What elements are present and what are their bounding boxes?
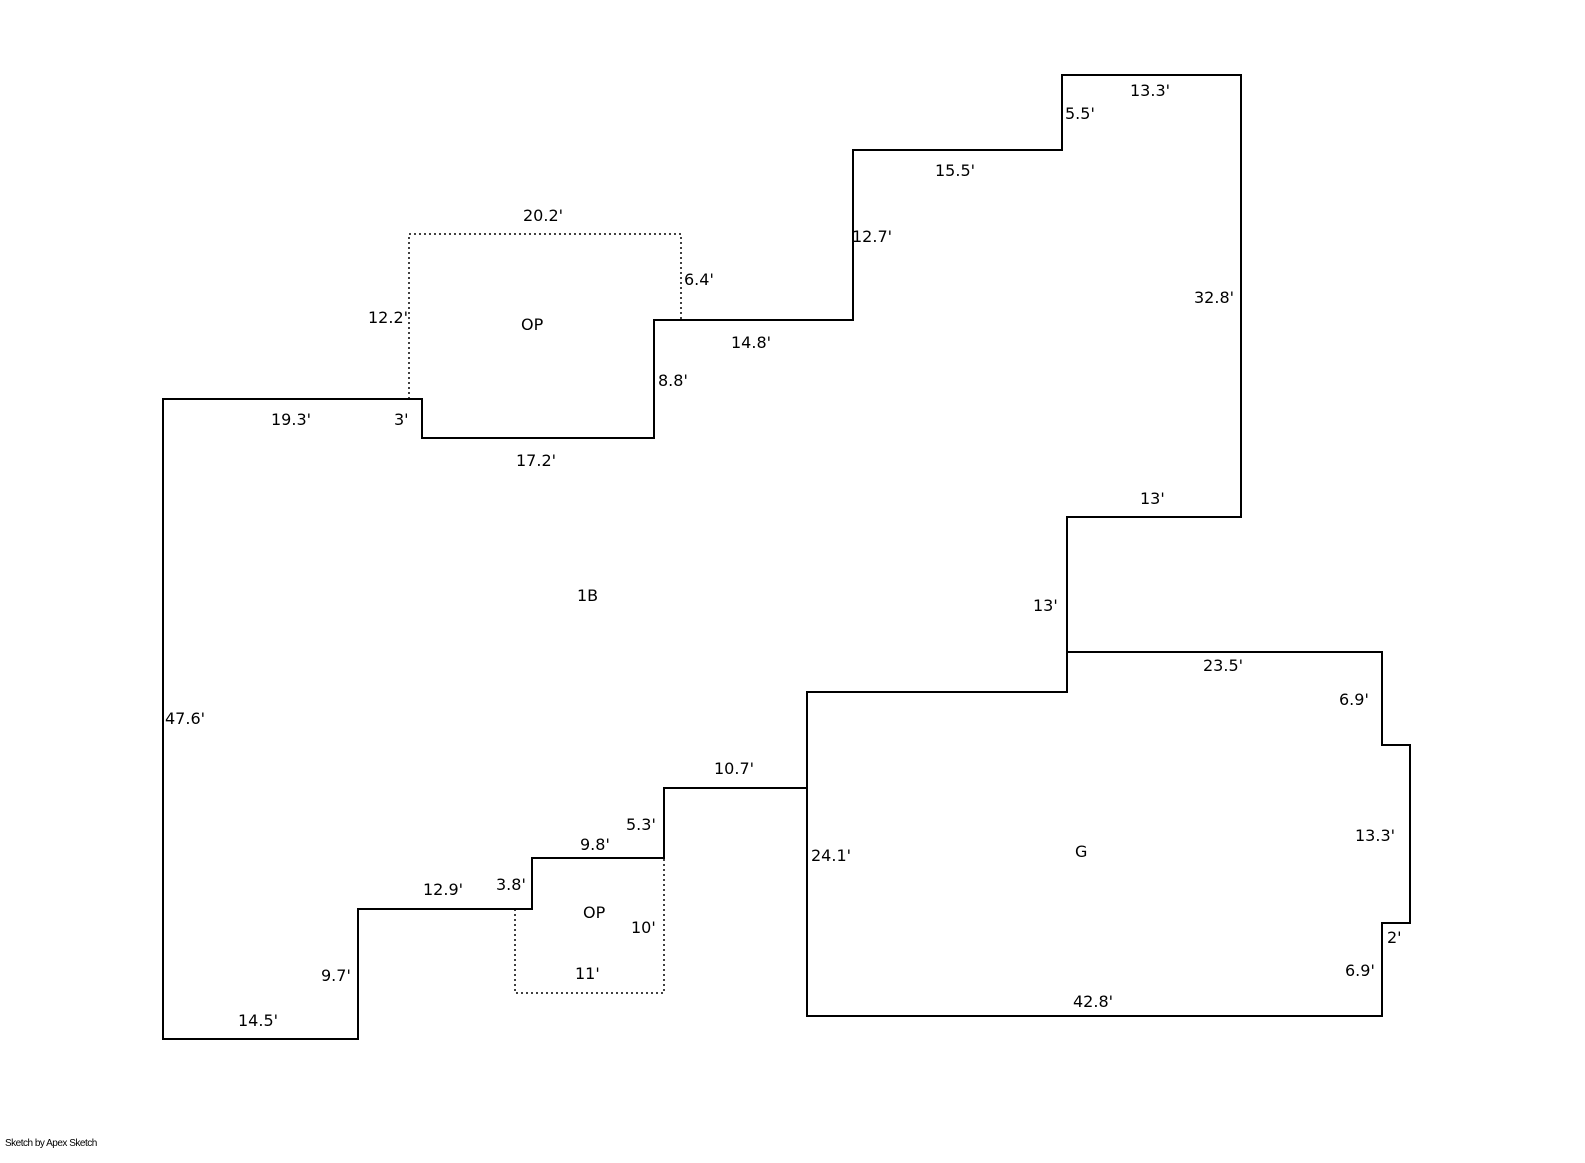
area-label-porch-top: OP — [521, 315, 544, 334]
dimension-label: 9.8' — [580, 835, 610, 854]
open-porch-bottom-outline — [514, 858, 665, 994]
dimension-label: 12.9' — [423, 880, 463, 899]
dimension-label: 3' — [394, 410, 409, 429]
dimension-label: 10.7' — [714, 759, 754, 778]
dimension-label: 11' — [575, 964, 600, 983]
dimension-label: 20.2' — [523, 206, 563, 225]
dimension-label: 17.2' — [516, 451, 556, 470]
dimension-label: 12.2' — [368, 308, 408, 327]
sketch-credit: Sketch by Apex Sketch — [5, 1138, 97, 1149]
dimension-label: 13.3' — [1355, 826, 1395, 845]
dimension-label: 6.4' — [684, 270, 714, 289]
dimension-labels: 19.3' 3' 17.2' 8.8' 14.8' 12.7' 15.5' 5.… — [165, 81, 1402, 1030]
dimension-label: 5.3' — [626, 815, 656, 834]
main-living-area-outline — [162, 74, 1242, 1040]
dimension-label: 24.1' — [811, 846, 851, 865]
dimension-label: 19.3' — [271, 410, 311, 429]
dimension-label: 14.5' — [238, 1011, 278, 1030]
dimension-label: 3.8' — [496, 875, 526, 894]
dimension-label: 13' — [1033, 596, 1058, 615]
area-label-garage: G — [1075, 842, 1087, 861]
dimension-label: 23.5' — [1203, 656, 1243, 675]
dimension-label: 12.7' — [852, 227, 892, 246]
garage-outline — [806, 651, 1411, 1017]
dimension-label: 15.5' — [935, 161, 975, 180]
dimension-label: 13' — [1140, 489, 1165, 508]
dimension-label: 47.6' — [165, 709, 205, 728]
dimension-label: 9.7' — [321, 966, 351, 985]
dimension-label: 10' — [631, 918, 656, 937]
dimension-label: 2' — [1387, 928, 1402, 947]
area-label-main: 1B — [577, 586, 598, 605]
dimension-label: 5.5' — [1065, 104, 1095, 123]
dimension-label: 6.9' — [1339, 690, 1369, 709]
dimension-label: 42.8' — [1073, 992, 1113, 1011]
dimension-label: 14.8' — [731, 333, 771, 352]
open-porch-top-outline — [408, 233, 682, 399]
dimension-label: 32.8' — [1194, 288, 1234, 307]
dimension-label: 8.8' — [658, 371, 688, 390]
dimension-label: 13.3' — [1130, 81, 1170, 100]
dimension-label: 6.9' — [1345, 961, 1375, 980]
area-label-porch-bottom: OP — [583, 903, 606, 922]
